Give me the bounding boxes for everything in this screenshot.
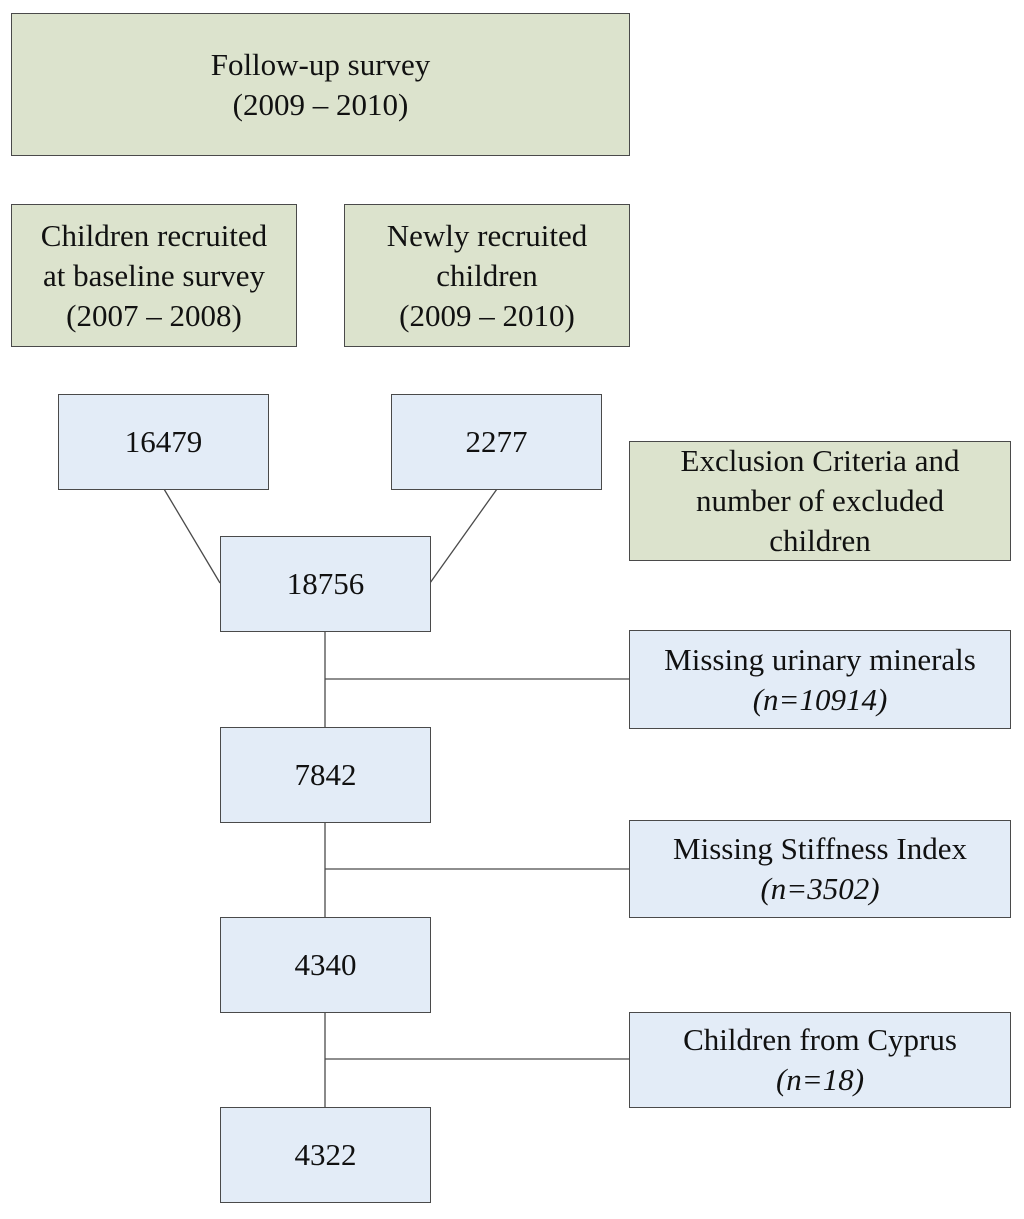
exclusion-box-stiffness: Missing Stiffness Index (n=3502) <box>629 820 1011 918</box>
count-total: 18756 <box>286 566 365 601</box>
exclusion-count: (n=18) <box>775 1062 865 1097</box>
exclusion-label: Children from Cyprus <box>683 1022 957 1057</box>
count-final-box: 4322 <box>220 1107 431 1203</box>
exclusion-header-line2: number of excluded <box>696 483 944 518</box>
follow-up-survey-box: Follow-up survey (2009 – 2010) <box>11 13 630 156</box>
exclusion-box-cyprus: Children from Cyprus (n=18) <box>629 1012 1011 1108</box>
connector-new-to-total <box>429 488 498 584</box>
count-after-stiffness-box: 4340 <box>220 917 431 1013</box>
new-line1: Newly recruited <box>386 217 588 253</box>
count-baseline-box: 16479 <box>58 394 269 490</box>
count-after-minerals-box: 7842 <box>220 727 431 823</box>
count-baseline: 16479 <box>124 424 203 459</box>
baseline-recruitment-box: Children recruited at baseline survey (2… <box>11 204 297 347</box>
exclusion-label: Missing urinary minerals <box>664 641 976 677</box>
count-final: 4322 <box>294 1137 357 1172</box>
follow-up-survey-years: (2009 – 2010) <box>232 86 409 122</box>
new-line2: children <box>436 257 538 293</box>
count-new: 2277 <box>465 424 528 459</box>
baseline-line1: Children recruited <box>40 217 268 253</box>
exclusion-label: Missing Stiffness Index <box>673 831 967 866</box>
count-total-box: 18756 <box>220 536 431 632</box>
baseline-line2: at baseline survey <box>42 257 266 293</box>
count-after-stiffness: 4340 <box>294 947 357 982</box>
exclusion-box-minerals: Missing urinary minerals (n=10914) <box>629 630 1011 729</box>
connector-baseline-to-total <box>163 488 221 584</box>
count-new-box: 2277 <box>391 394 602 490</box>
exclusion-header-line1: Exclusion Criteria and <box>680 443 960 478</box>
exclusion-count: (n=3502) <box>760 871 880 906</box>
exclusion-count: (n=10914) <box>752 681 888 717</box>
exclusion-criteria-header-box: Exclusion Criteria and number of exclude… <box>629 441 1011 561</box>
baseline-years: (2007 – 2008) <box>66 297 242 333</box>
exclusion-header-line3: children <box>769 523 871 558</box>
new-recruitment-box: Newly recruited children (2009 – 2010) <box>344 204 630 347</box>
new-years: (2009 – 2010) <box>399 297 575 333</box>
count-after-minerals: 7842 <box>294 757 357 792</box>
follow-up-survey-title: Follow-up survey <box>210 46 431 82</box>
